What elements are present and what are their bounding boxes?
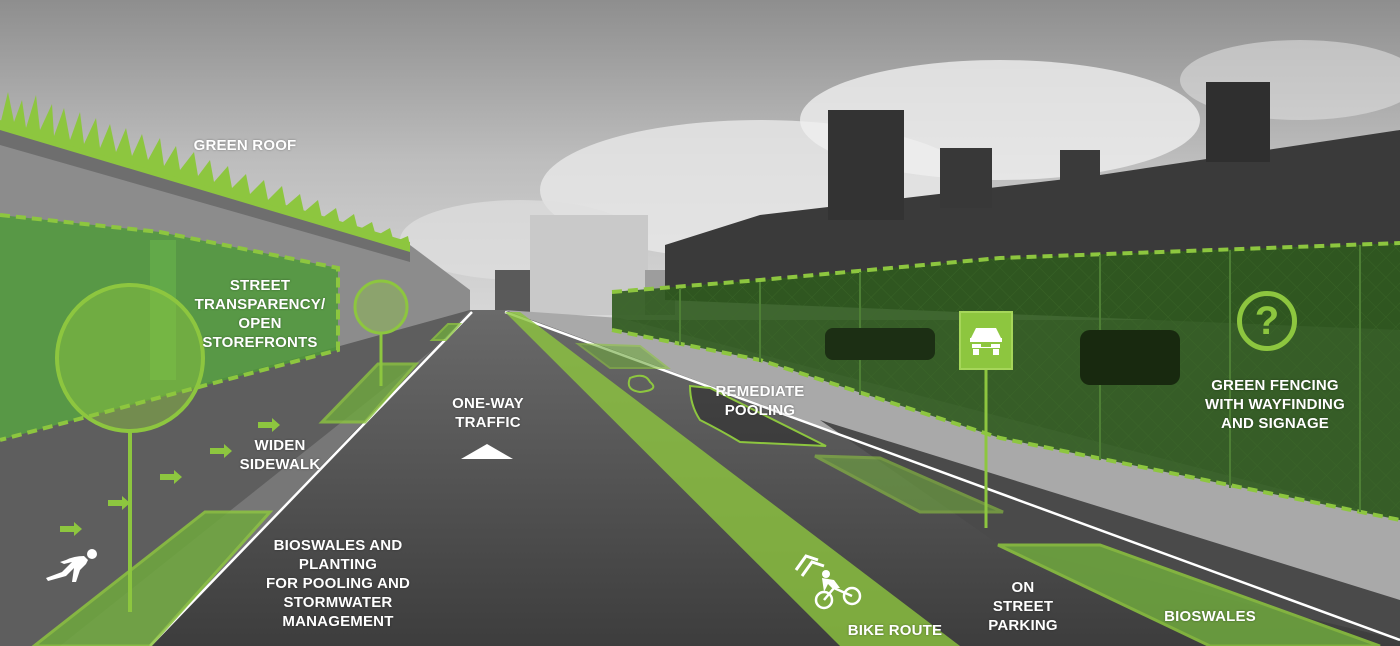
- cyclist-icon: [794, 554, 862, 610]
- question-sign-icon: ?: [1237, 291, 1297, 351]
- parking-car-sign: [959, 311, 1013, 370]
- one-way-traffic-label: ONE-WAY TRAFFIC: [452, 395, 524, 431]
- question-mark: ?: [1254, 299, 1280, 343]
- green-roof-label: GREEN ROOF: [193, 137, 297, 154]
- on-street-parking-label: ON STREET PARKING: [988, 579, 1058, 634]
- remediate-pooling-label: REMEDIATE POOLING: [715, 383, 805, 419]
- bike-route-label: BIKE ROUTE: [847, 622, 943, 639]
- street-transparency-label: STREET TRANSPARENCY/ OPEN STOREFRONTS: [194, 277, 326, 351]
- arrow-right-icon: [60, 418, 280, 536]
- widen-sidewalk-label: WIDEN SIDEWALK: [239, 437, 321, 473]
- bioswales-label: BIOSWALES: [1164, 608, 1256, 625]
- car-icon: [970, 327, 1002, 355]
- grass-icon: [0, 92, 410, 246]
- bioswales-planting-label: BIOSWALES AND PLANTING FOR POOLING AND S…: [265, 537, 411, 630]
- green-fencing-label: GREEN FENCING WITH WAYFINDING AND SIGNAG…: [1205, 377, 1345, 432]
- pedestrian-icon: [46, 549, 97, 582]
- one-way-arrow-icon: [461, 444, 513, 459]
